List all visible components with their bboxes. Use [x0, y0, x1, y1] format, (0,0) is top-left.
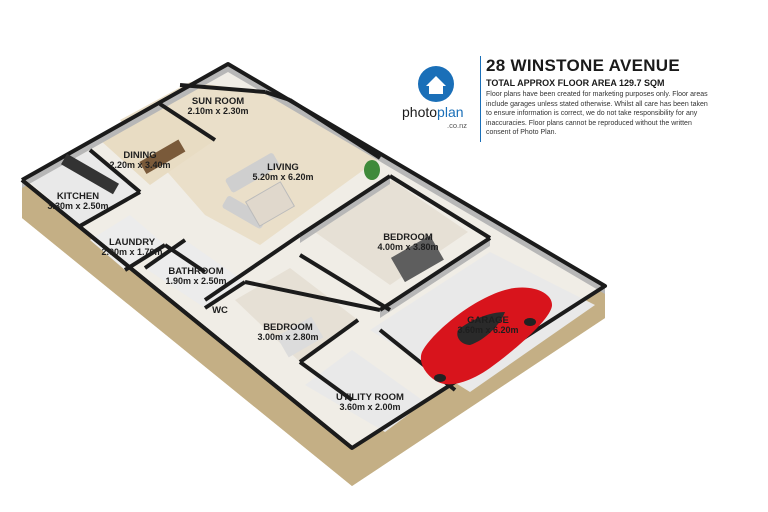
bed-2 [276, 316, 324, 358]
room-label-sunroom: SUN ROOM [192, 96, 244, 107]
room-dims-sunroom: 2.10m x 2.30m [187, 106, 248, 116]
dining-table [139, 139, 186, 175]
disclaimer: Floor plans have been created for market… [486, 91, 708, 136]
room-dims-living: 5.20m x 6.20m [252, 172, 313, 182]
header-block: 28 WINSTONE AVENUE TOTAL APPROX FLOOR AR… [486, 56, 726, 138]
room-dims-dining: 2.20m x 3.40m [109, 160, 170, 170]
room-dims-bedroom1: 4.00m x 3.80m [377, 242, 438, 252]
rug [244, 181, 296, 227]
room-dims-kitchen: 3.30m x 2.50m [47, 201, 108, 211]
page-title: 28 WINSTONE AVENUE [486, 56, 681, 75]
room-dims-garage: 3.60m x 6.20m [457, 325, 518, 335]
room-dims-bathroom: 1.90m x 2.50m [165, 276, 226, 286]
floor-area: TOTAL APPROX FLOOR AREA 129.7 SQM [486, 78, 665, 88]
room-dims-bedroom2: 3.00m x 2.80m [257, 332, 318, 342]
logo-word-a: photo [402, 104, 438, 120]
walls [20, 62, 607, 450]
room-dims-laundry: 2.00m x 1.70m [101, 247, 162, 257]
sofa-2 [222, 196, 267, 229]
room-label-utility: UTILITY ROOM [336, 392, 404, 403]
room-label-wc: WC [212, 305, 228, 316]
bedroom2-floor [235, 268, 358, 362]
house-icon [418, 66, 454, 102]
room-label-living: LIVING [267, 162, 299, 173]
room-label-kitchen: KITCHEN [57, 191, 99, 202]
utility-floor [305, 350, 425, 432]
logo-wordmark: photoplan [402, 104, 464, 120]
logo-domain: .co.nz [447, 121, 468, 130]
bed-1 [390, 235, 444, 283]
room-label-laundry: LAUNDRY [109, 237, 156, 248]
furniture [61, 139, 444, 358]
room-dims-utility: 3.60m x 2.00m [339, 402, 400, 412]
room-label-dining: DINING [123, 150, 156, 161]
header-divider [480, 56, 481, 142]
room-label-bedroom1: BEDROOM [383, 232, 433, 243]
room-label-bathroom: BATHROOM [168, 266, 223, 277]
plant [364, 160, 380, 180]
room-label-bedroom2: BEDROOM [263, 322, 313, 333]
room-label-garage: GARAGE [467, 315, 509, 326]
sofa [225, 153, 280, 193]
logo-word-b: plan [437, 104, 464, 120]
car-icon [420, 287, 552, 385]
kitchen-bench [61, 153, 119, 195]
